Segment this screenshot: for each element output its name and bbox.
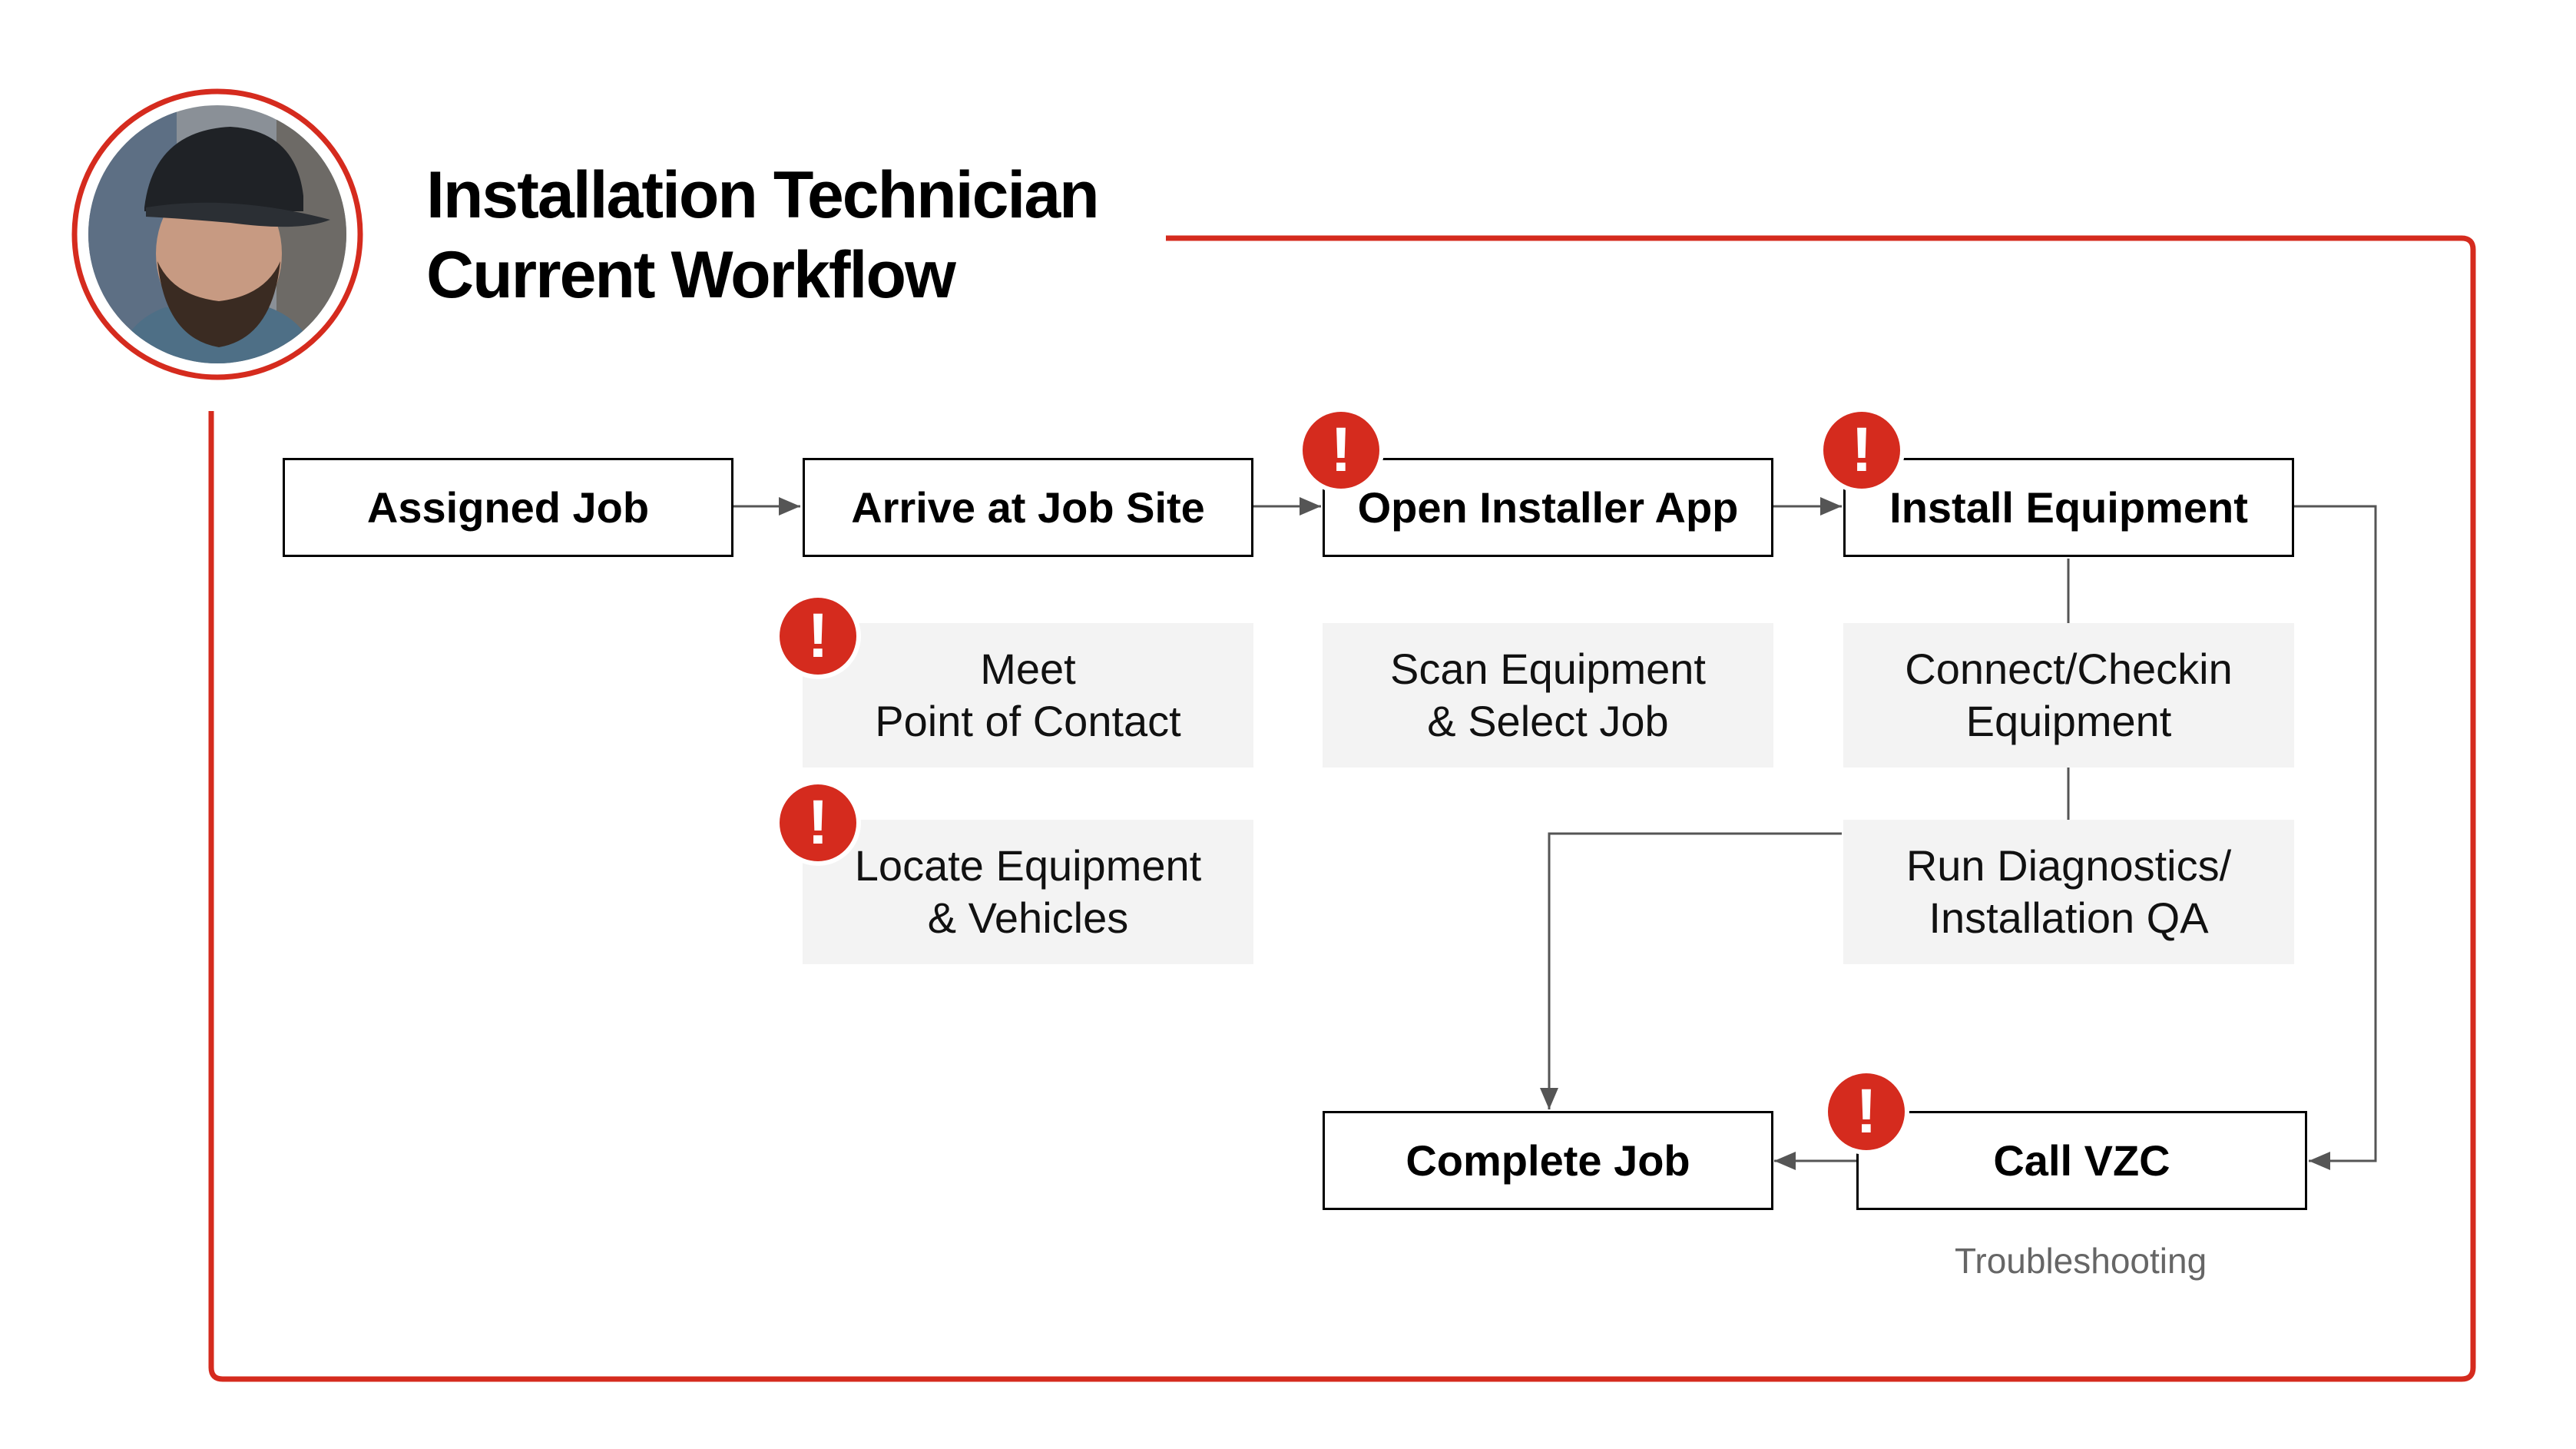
step-install-equipment-label: Install Equipment [1889,483,2248,532]
step-assigned-job-label: Assigned Job [366,483,650,532]
substep-connect-line-2: Equipment [1965,697,2172,745]
substep-diagnostics-line-2: Installation QA [1929,894,2209,942]
substep-locate-line-2: & Vehicles [927,894,1129,942]
substep-scan-equipment: Scan Equipment & Select Job [1323,623,1773,768]
alert-exclamation-icon: ! [780,598,856,675]
step-arrive-at-job-site: Arrive at Job Site [803,458,1253,557]
step-assigned-job: Assigned Job [283,458,733,557]
title-line-2: Current Workflow [426,238,956,312]
alert-exclamation-icon: ! [1303,412,1379,489]
alert-exclamation-icon: ! [1828,1073,1905,1150]
page-title: Installation Technician Current Workflow [426,155,1100,315]
substep-scan-line-1: Scan Equipment [1390,645,1706,693]
step-open-installer-app-label: Open Installer App [1357,483,1739,532]
substep-meet-poc-line-1: Meet [980,645,1076,693]
workflow-frame [208,235,2476,1382]
substep-run-diagnostics: Run Diagnostics/ Installation QA [1843,820,2294,964]
step-complete-job-label: Complete Job [1406,1136,1690,1185]
avatar [71,88,363,380]
substep-connect-line-1: Connect/Checkin [1905,645,2233,693]
alert-exclamation-icon: ! [1823,412,1900,489]
step-install-equipment: Install Equipment [1843,458,2294,557]
arrow-diagnostics-to-complete [1540,832,1842,1109]
call-vzc-note: Troubleshooting [1955,1241,2207,1281]
step-complete-job: Complete Job [1323,1111,1773,1210]
substep-meet-point-of-contact: Meet Point of Contact [803,623,1253,768]
substep-scan-line-2: & Select Job [1427,697,1669,745]
substep-meet-poc-line-2: Point of Contact [875,697,1181,745]
alert-exclamation-icon: ! [780,784,856,861]
title-line-1: Installation Technician [426,158,1100,232]
arrow-install-to-call-vzc [2294,505,2377,1170]
substep-diagnostics-line-1: Run Diagnostics/ [1906,841,2232,890]
step-open-installer-app: Open Installer App [1323,458,1773,557]
substep-connect-checkin: Connect/Checkin Equipment [1843,623,2294,768]
step-arrive-at-job-site-label: Arrive at Job Site [851,483,1205,532]
step-call-vzc: Call VZC [1856,1111,2307,1210]
step-call-vzc-label: Call VZC [1993,1136,2170,1185]
substep-locate-line-1: Locate Equipment [854,841,1202,890]
substep-locate-equipment: Locate Equipment & Vehicles [803,820,1253,964]
